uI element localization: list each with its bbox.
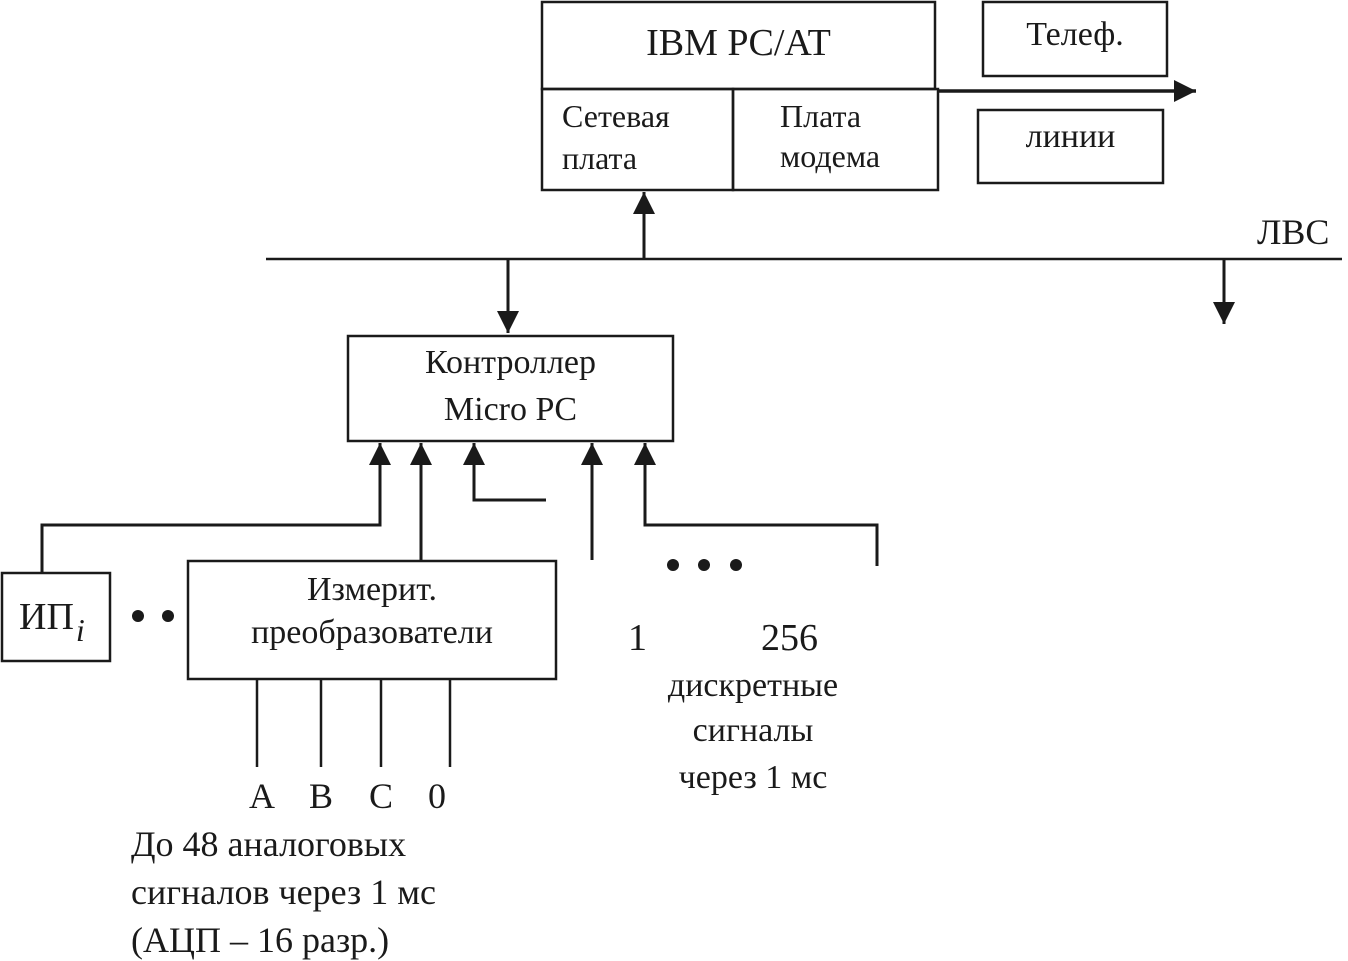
lan-label: ЛВС bbox=[1257, 212, 1330, 252]
ip-box bbox=[0, 571, 112, 663]
pc-title: IBM PC/AT bbox=[646, 22, 831, 64]
discrete-note-line-3: через 1 мс bbox=[678, 759, 828, 796]
controller-input-3 bbox=[463, 443, 546, 502]
analog-input-a: A bbox=[249, 776, 275, 816]
discrete-note-line-2: сигналы bbox=[692, 712, 814, 749]
ellipsis-dot bbox=[730, 559, 742, 571]
discrete-input-256-line bbox=[634, 443, 879, 566]
discrete-note-line-1: дискретные bbox=[667, 667, 839, 704]
analog-note-line-2: сигналов через 1 мс bbox=[131, 872, 437, 912]
ellipsis-dot bbox=[132, 610, 144, 622]
ip-to-controller-line bbox=[40, 443, 391, 573]
ip-label-subscript: i bbox=[75, 612, 85, 648]
analog-input-b: B bbox=[309, 776, 334, 816]
controller-label-1: Контроллер bbox=[424, 344, 597, 381]
converters-label-2: преобразователи bbox=[251, 614, 493, 651]
phone-box-bottom bbox=[976, 108, 1165, 185]
converters-label-1: Измерит. bbox=[306, 571, 438, 608]
analog-input-0: 0 bbox=[428, 776, 446, 816]
ip-label-base: ИП bbox=[19, 596, 74, 638]
ellipsis-dot bbox=[162, 610, 174, 622]
ellipsis-dot bbox=[667, 559, 679, 571]
discrete-last-label: 256 bbox=[761, 617, 818, 659]
modem-card-label-1: Плата bbox=[780, 98, 862, 134]
converters-box bbox=[186, 559, 558, 681]
network-card-label-2: плата bbox=[562, 140, 638, 176]
phone-box-top bbox=[981, 0, 1169, 78]
analog-input-c: C bbox=[369, 776, 394, 816]
network-card-label-1: Сетевая bbox=[562, 98, 670, 134]
modem-card-box bbox=[731, 87, 940, 192]
analog-note-line-1: До 48 аналоговых bbox=[131, 824, 407, 864]
analog-note-line-3: (АЦП – 16 разр.) bbox=[131, 920, 390, 960]
phone-label-1: Телеф. bbox=[1026, 16, 1124, 53]
modem-card-label-2: модема bbox=[780, 138, 881, 174]
ellipsis-dot bbox=[698, 559, 710, 571]
phone-label-2: линии bbox=[1025, 118, 1116, 155]
controller-box bbox=[346, 334, 675, 443]
discrete-first-label: 1 bbox=[628, 617, 647, 659]
controller-label-2: Micro PC bbox=[443, 391, 578, 428]
ip-label: ИПi bbox=[19, 596, 85, 646]
